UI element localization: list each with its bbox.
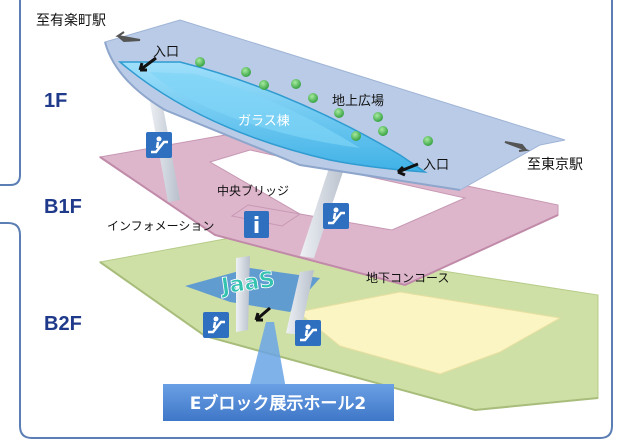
pillar-b2-left — [236, 256, 250, 332]
tree-dot — [423, 136, 433, 146]
floor-b1f-edge — [99, 156, 559, 287]
floor-label-b1f: B1F — [44, 196, 82, 218]
escalator-icon — [203, 312, 229, 338]
hall-area — [296, 291, 562, 375]
escalator-icon — [295, 320, 321, 346]
underground-concourse-label: 地下コンコース — [366, 271, 449, 285]
tree-dot — [308, 93, 318, 103]
arrow-icon — [138, 56, 157, 72]
tree-dot — [291, 79, 301, 89]
entrance-label-right: 入口 — [423, 158, 449, 173]
arrow-icon — [504, 141, 530, 152]
escalator-icon — [323, 203, 349, 229]
tree-dot — [241, 67, 251, 77]
destination-banner — [163, 384, 394, 421]
arrow-icon — [254, 306, 271, 322]
tree-dot — [351, 131, 361, 141]
destination-pointer — [246, 322, 288, 400]
direction-yurakucho: 至有楽町駅 — [36, 13, 106, 29]
map-frame-lower — [0, 0, 613, 439]
floor-1f-edge — [104, 41, 461, 191]
floor-label-1f: 1F — [44, 90, 67, 112]
tree-dot — [378, 126, 388, 136]
blue-zone — [185, 268, 320, 312]
direction-tokyo: 至東京駅 — [527, 157, 583, 173]
ground-plaza-label: 地上広場 — [332, 94, 384, 109]
floor-label-b2f: B2F — [44, 313, 82, 335]
arrow-icon — [396, 162, 419, 177]
plaza-trees — [195, 57, 433, 146]
tree-dot — [373, 112, 383, 122]
pillar-b2-right — [286, 270, 314, 335]
glass-building-label: ガラス棟 — [238, 114, 290, 129]
map-frame-upper — [0, 0, 21, 186]
information-label: インフォメーション — [107, 219, 214, 233]
arrow-icon — [115, 31, 141, 43]
info-sign-letter: i — [253, 214, 261, 239]
info-icon: i — [244, 211, 269, 239]
central-bridge-label: 中央ブリッジ — [217, 183, 289, 198]
tree-dot — [334, 108, 344, 118]
entrance-label-top: 入口 — [153, 45, 179, 60]
destination-hall-label: Eブロック展示ホール2 — [190, 393, 366, 414]
glass-building-inner — [150, 72, 360, 148]
floor-b2f-edge — [99, 261, 599, 412]
tree-dot — [259, 80, 269, 90]
tree-dot — [195, 57, 205, 67]
escalator-icon — [146, 132, 172, 158]
